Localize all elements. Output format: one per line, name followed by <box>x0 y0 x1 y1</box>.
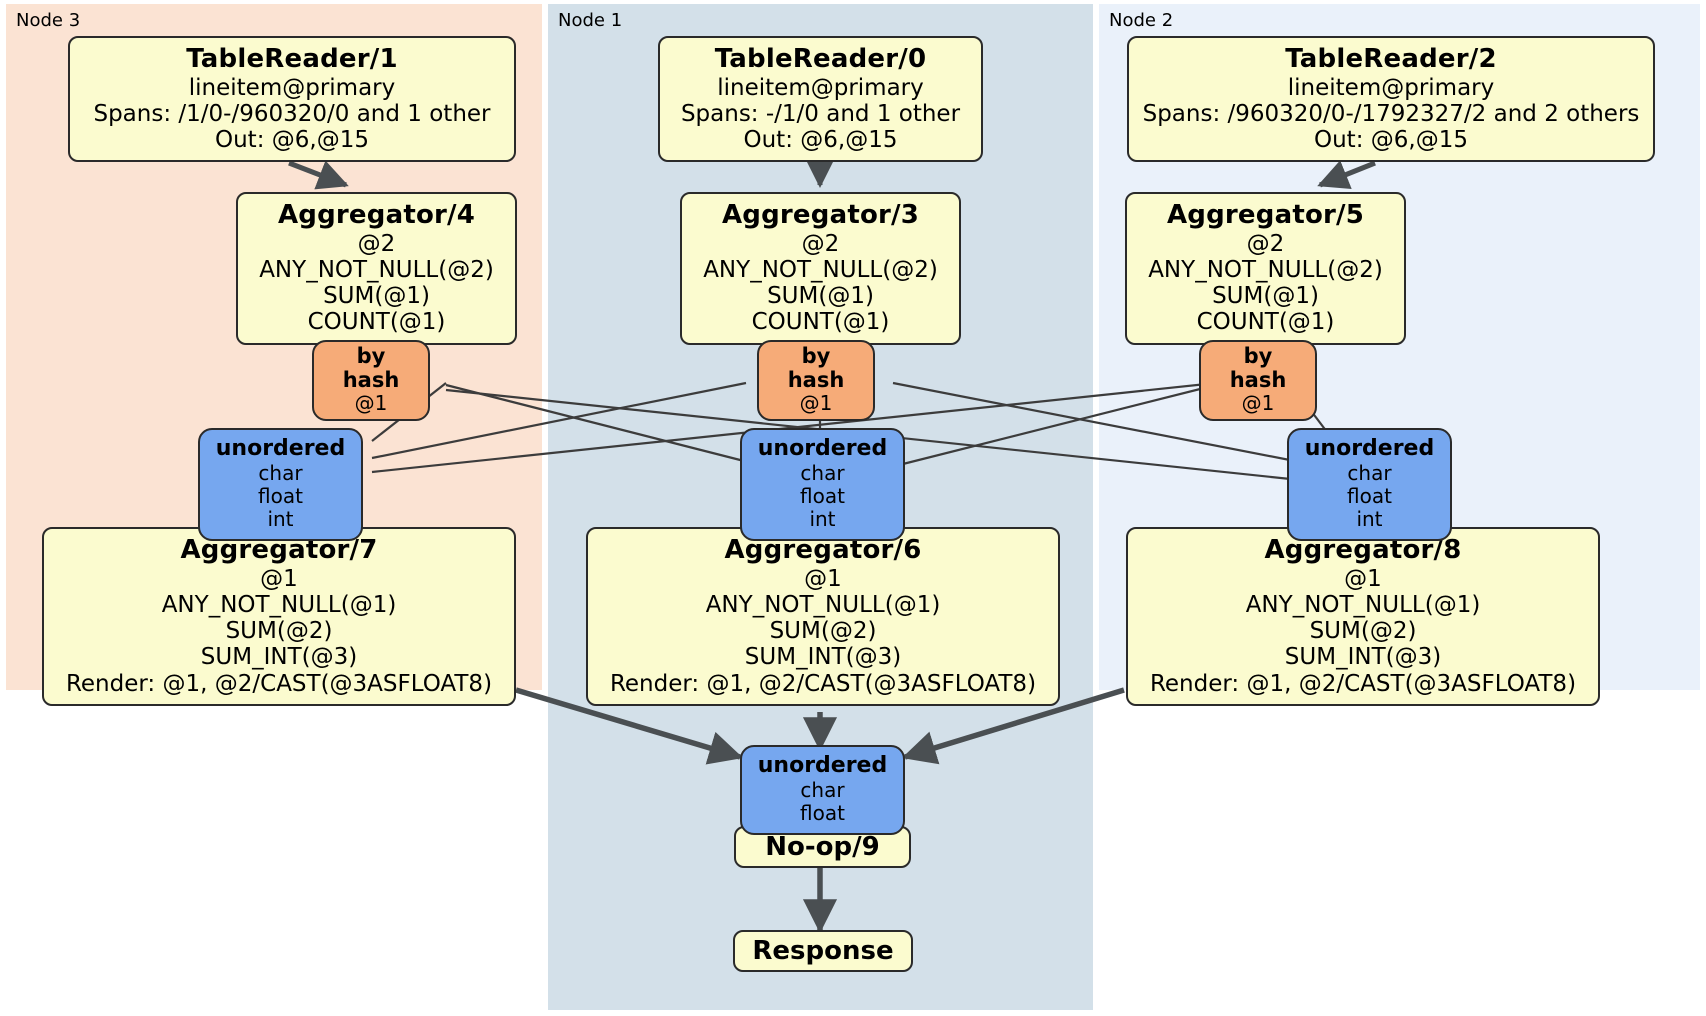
edge-hash3-to-unordered8 <box>892 381 1301 464</box>
processor-agg-1: SUM(@1) <box>323 283 430 310</box>
synchronizer-type-2: int <box>809 507 836 532</box>
processor-agg-0: ANY_NOT_NULL(@1) <box>1245 591 1481 618</box>
processor-agg-1: SUM(@2) <box>225 618 333 645</box>
processor-aggregator-8[interactable]: Aggregator/8 @1 ANY_NOT_NULL(@1) SUM(@2)… <box>1126 527 1600 706</box>
synchronizer-type-1: float <box>1347 484 1392 509</box>
processor-agg-0: ANY_NOT_NULL(@2) <box>259 256 494 283</box>
response-node[interactable]: Response <box>733 930 913 972</box>
router-column: @1 <box>354 391 388 416</box>
processor-agg-1: SUM(@1) <box>1212 283 1319 310</box>
router-by-hash-aggregator5[interactable]: by hash @1 <box>1199 340 1317 422</box>
router-column: @1 <box>1241 391 1275 416</box>
processor-out: Out: @6,@15 <box>215 127 369 154</box>
synchronizer-title: unordered <box>215 436 346 461</box>
processor-agg-1: SUM(@2) <box>1309 618 1417 645</box>
processor-aggregator-6[interactable]: Aggregator/6 @1 ANY_NOT_NULL(@1) SUM(@2)… <box>586 527 1060 706</box>
synchronizer-type-0: char <box>800 461 845 486</box>
processor-spans: Spans: /1/0-/960320/0 and 1 other <box>93 100 491 127</box>
processor-title: No-op/9 <box>765 832 880 862</box>
processor-table: lineitem@primary <box>188 74 396 101</box>
synchronizer-type-2: int <box>1356 507 1383 532</box>
processor-group-cols: @1 <box>260 565 298 592</box>
edge-hash5-to-unordered7 <box>371 381 1217 474</box>
processor-agg-0: ANY_NOT_NULL(@2) <box>1148 256 1383 283</box>
processor-table: lineitem@primary <box>717 74 924 101</box>
processor-group-cols: @2 <box>357 230 396 257</box>
processor-group-cols: @2 <box>1246 230 1285 257</box>
edge-hash5-to-unordered6 <box>894 383 1217 468</box>
processor-agg-1: SUM(@2) <box>769 618 877 645</box>
processor-render: Render: @1, @2/CAST(@3ASFLOAT8) <box>65 670 493 697</box>
edge-tablereader1-to-aggregator4 <box>288 160 349 190</box>
synchronizer-unordered-final[interactable]: unordered char float <box>740 745 905 836</box>
node-panel-label: Node 3 <box>16 10 81 31</box>
router-by-hash-aggregator4[interactable]: by hash @1 <box>312 340 430 422</box>
processor-spans: Spans: /960320/0-/1792327/2 and 2 others <box>1142 100 1640 127</box>
processor-agg-1: SUM(@1) <box>767 283 874 310</box>
processor-group-cols: @1 <box>804 565 842 592</box>
edge-tablereader2-to-aggregator5 <box>1317 160 1376 189</box>
synchronizer-title: unordered <box>1304 436 1435 461</box>
synchronizer-type-1: float <box>258 484 303 509</box>
synchronizer-type-0: char <box>1347 461 1392 486</box>
synchronizer-type-0: char <box>258 461 303 486</box>
synchronizer-unordered-aggregator7[interactable]: unordered char float int <box>198 428 363 542</box>
processor-table: lineitem@primary <box>1287 74 1495 101</box>
processor-agg-0: ANY_NOT_NULL(@1) <box>705 591 941 618</box>
router-title: by hash <box>342 344 400 392</box>
processor-agg-2: COUNT(@1) <box>307 309 446 336</box>
edge-aggregator8-to-final-unordered <box>901 687 1125 765</box>
processor-tablereader-0[interactable]: TableReader/0 lineitem@primary Spans: -/… <box>658 36 983 163</box>
router-title: by hash <box>787 344 845 392</box>
processor-title: Aggregator/4 <box>277 200 476 230</box>
processor-tablereader-1[interactable]: TableReader/1 lineitem@primary Spans: /1… <box>68 36 516 163</box>
processor-agg-2: COUNT(@1) <box>1196 309 1335 336</box>
router-title: by hash <box>1229 344 1287 392</box>
synchronizer-type-1: float <box>800 484 845 509</box>
node-panel-label: Node 1 <box>558 10 623 31</box>
processor-agg-0: ANY_NOT_NULL(@2) <box>703 256 938 283</box>
processor-aggregator-3[interactable]: Aggregator/3 @2 ANY_NOT_NULL(@2) SUM(@1)… <box>680 192 961 345</box>
edge-hash3-to-unordered7 <box>371 381 747 460</box>
processor-out: Out: @6,@15 <box>743 127 898 154</box>
processor-group-cols: @2 <box>801 230 840 257</box>
processor-aggregator-5[interactable]: Aggregator/5 @2 ANY_NOT_NULL(@2) SUM(@1)… <box>1125 192 1406 345</box>
synchronizer-unordered-aggregator6[interactable]: unordered char float int <box>740 428 905 542</box>
processor-title: TableReader/1 <box>186 44 398 74</box>
processor-out: Out: @6,@15 <box>1314 127 1468 154</box>
synchronizer-title: unordered <box>757 436 888 461</box>
processor-agg-2: SUM_INT(@3) <box>744 644 902 671</box>
synchronizer-type-2: int <box>267 507 294 532</box>
processor-spans: Spans: -/1/0 and 1 other <box>680 100 961 127</box>
synchronizer-title: unordered <box>757 753 888 778</box>
edge-agg-to-final-group <box>515 687 1125 765</box>
synchronizer-unordered-aggregator8[interactable]: unordered char float int <box>1287 428 1452 542</box>
processor-agg-2: SUM_INT(@3) <box>1284 644 1442 671</box>
processor-group-cols: @1 <box>1344 565 1382 592</box>
processor-agg-2: COUNT(@1) <box>751 309 890 336</box>
edge-reader-to-agg-group <box>288 157 1376 190</box>
edge-hash4-to-unordered6 <box>445 383 749 464</box>
processor-title: TableReader/0 <box>714 44 927 74</box>
synchronizer-type-1: float <box>800 801 845 826</box>
processor-render: Render: @1, @2/CAST(@3ASFLOAT8) <box>1149 670 1577 697</box>
processor-agg-0: ANY_NOT_NULL(@1) <box>161 591 397 618</box>
router-by-hash-aggregator3[interactable]: by hash @1 <box>757 340 875 422</box>
processor-title: Aggregator/5 <box>1166 200 1365 230</box>
processor-aggregator-7[interactable]: Aggregator/7 @1 ANY_NOT_NULL(@1) SUM(@2)… <box>42 527 516 706</box>
edge-aggregator7-to-final-unordered <box>515 687 744 765</box>
processor-tablereader-2[interactable]: TableReader/2 lineitem@primary Spans: /9… <box>1127 36 1655 163</box>
response-title: Response <box>752 936 894 966</box>
processor-aggregator-4[interactable]: Aggregator/4 @2 ANY_NOT_NULL(@2) SUM(@1)… <box>236 192 517 345</box>
router-column: @1 <box>799 391 833 416</box>
node-panel-label: Node 2 <box>1109 10 1174 31</box>
processor-title: TableReader/2 <box>1285 44 1497 74</box>
synchronizer-type-0: char <box>800 778 845 803</box>
processor-title: Aggregator/3 <box>721 200 920 230</box>
processor-agg-2: SUM_INT(@3) <box>200 644 358 671</box>
processor-render: Render: @1, @2/CAST(@3ASFLOAT8) <box>609 670 1037 697</box>
